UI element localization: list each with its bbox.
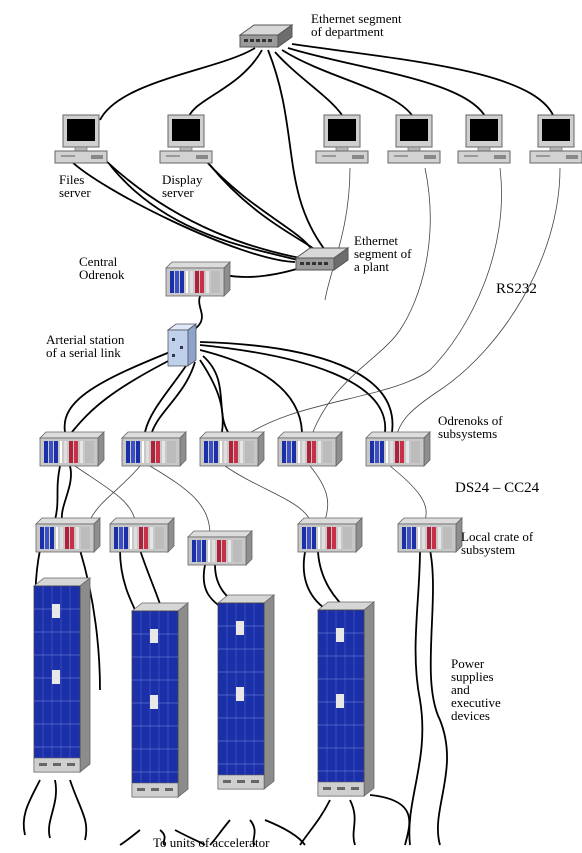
local-crate-icon: [297, 517, 363, 553]
serial-line: [239, 167, 502, 441]
rs232-label: RS232: [496, 281, 537, 297]
central-odrenok-label: Odrenok: [79, 267, 125, 282]
cable: [69, 159, 296, 263]
display-server-label: server: [162, 185, 194, 200]
cable: [69, 779, 88, 841]
department-hub-icon: [239, 24, 293, 48]
cable: [291, 43, 556, 121]
cable: [249, 819, 256, 846]
plant-hub-icon: [295, 247, 349, 271]
power-supplies-label: and: [451, 682, 470, 697]
cable: [287, 47, 488, 121]
power-supplies-label: Power: [451, 656, 485, 671]
cable: [22, 779, 41, 836]
cable: [119, 829, 141, 846]
ds24-cc24-label: DS24 – CC24: [455, 480, 540, 496]
cable: [48, 779, 57, 839]
files-server-label: Files: [59, 172, 85, 187]
local-crate-label: Local crate of: [461, 529, 534, 544]
cable: [187, 49, 263, 121]
power-supplies-label: supplies: [451, 669, 494, 684]
subsystem-odrenok-crate-icon: [277, 431, 343, 467]
central-odrenok-crate-icon: [165, 261, 231, 297]
subsystem-odrenok-crate-icon: [121, 431, 187, 467]
files-server-label: server: [59, 185, 91, 200]
power-supply-rack-icon: [317, 601, 375, 797]
cable: [104, 159, 301, 259]
ethernet-plant-label: segment of: [354, 246, 412, 261]
cable: [199, 344, 386, 433]
serial-lines: [74, 167, 561, 536]
cable: [202, 355, 229, 433]
workstation-computer-icon: [457, 114, 511, 164]
serial-line: [309, 167, 431, 441]
cable: [349, 799, 356, 846]
files-server-computer-icon: [54, 114, 108, 164]
display-server-label: Display: [162, 172, 203, 187]
odrenoks-of-subsystems-label: subsystems: [438, 426, 498, 441]
serial-line: [394, 167, 561, 441]
local-crate-icon: [109, 517, 175, 553]
power-supplies-label: devices: [451, 708, 490, 723]
ethernet-department-label: Ethernet segment: [311, 11, 402, 26]
workstation-computer-icon: [387, 114, 441, 164]
ethernet-department-label: of department: [311, 24, 384, 39]
ethernet-plant-label: a plant: [354, 259, 390, 274]
arterial-station-label: Arterial station: [46, 332, 125, 347]
power-supply-rack-icon: [33, 577, 91, 773]
cable: [159, 829, 166, 846]
serial-line: [389, 465, 427, 521]
cable: [209, 819, 231, 846]
power-supply-rack-icon: [217, 594, 275, 790]
cable: [174, 829, 206, 846]
cable: [299, 799, 331, 846]
local-crate-icon: [187, 530, 253, 566]
cable: [99, 47, 256, 121]
ethernet-plant-label: Ethernet: [354, 233, 399, 248]
cable: [54, 465, 61, 521]
serial-line: [149, 465, 211, 536]
workstation-computer-icon: [529, 114, 582, 164]
power-supplies-label: executive: [451, 695, 501, 710]
subsystem-odrenok-crate-icon: [365, 431, 431, 467]
serial-line: [224, 465, 311, 521]
cable: [63, 349, 176, 433]
cable: [199, 349, 303, 433]
serial-line: [324, 167, 351, 301]
cable: [71, 354, 181, 433]
power-supply-rack-icon: [131, 602, 189, 798]
local-crate-label: subsystem: [461, 542, 516, 557]
cable: [144, 359, 191, 433]
cable: [264, 819, 306, 846]
local-crate-icon: [35, 517, 101, 553]
local-crate-icon: [397, 517, 463, 553]
cable: [281, 49, 416, 121]
arterial-station-label: of a serial link: [46, 345, 121, 360]
cable: [61, 465, 72, 521]
serial-line: [309, 465, 329, 521]
serial-line: [89, 465, 141, 521]
cable: [109, 164, 306, 263]
cable: [79, 549, 101, 691]
workstation-computer-icon: [315, 114, 369, 164]
serial-line: [74, 465, 136, 521]
to-units-label: To units of accelerator: [153, 835, 270, 850]
cable: [199, 359, 224, 433]
cable: [429, 549, 448, 846]
central-odrenok-label: Central: [79, 254, 118, 269]
cable: [408, 549, 424, 846]
cable: [369, 794, 411, 846]
cable: [267, 49, 326, 251]
subsystem-odrenok-crate-icon: [39, 431, 105, 467]
arterial-station-icon: [166, 323, 198, 367]
display-server-computer-icon: [159, 114, 213, 164]
cable: [151, 361, 196, 433]
cable: [199, 341, 394, 433]
cable: [274, 51, 346, 121]
odrenoks-of-subsystems-label: Odrenoks of: [438, 413, 503, 428]
subsystem-odrenok-crate-icon: [199, 431, 265, 467]
